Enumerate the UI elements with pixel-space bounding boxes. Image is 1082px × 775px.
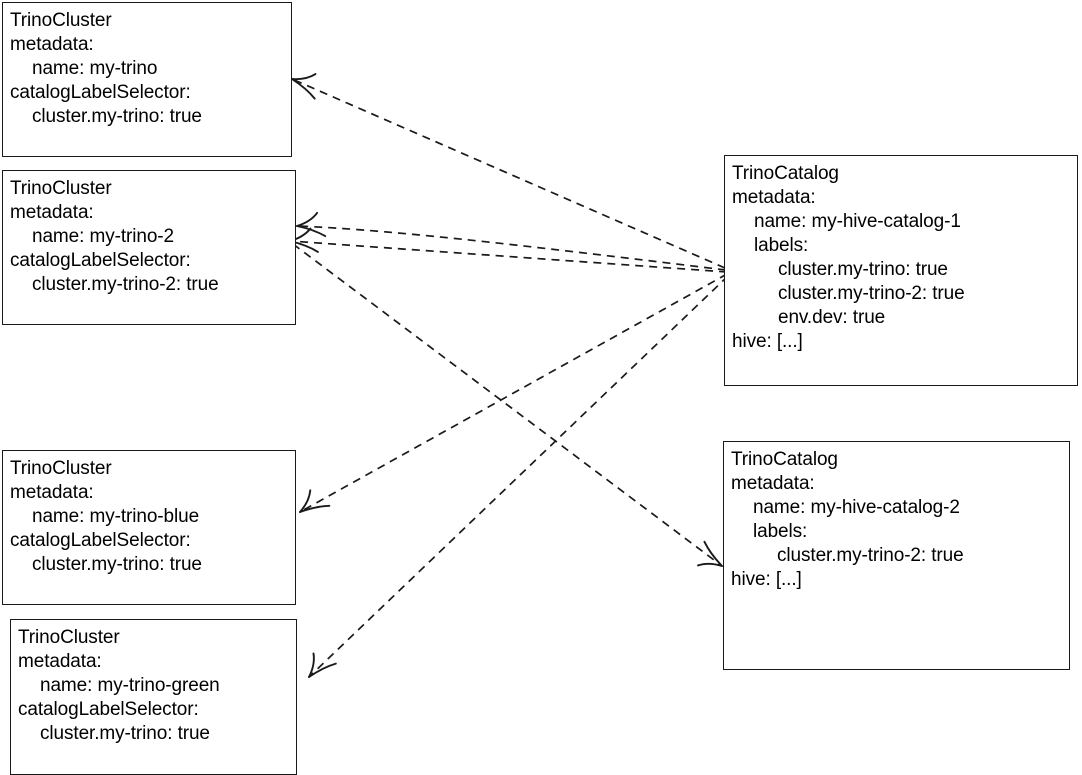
node-yaml-line: cluster.my-trino: true <box>778 259 948 280</box>
node-yaml-line: name: my-trino-blue <box>32 506 200 527</box>
node-kind-label: TrinoCluster <box>10 458 112 479</box>
edge-line <box>292 243 723 567</box>
node-yaml-line: cluster.my-trino-2: true <box>778 283 965 304</box>
edge-line <box>289 240 728 273</box>
edge-catalog1-to-my-trino <box>291 73 726 269</box>
arrowhead-barb <box>299 504 331 513</box>
node-yaml-line: env.dev: true <box>778 307 886 328</box>
node-trinocluster-my-trino: TrinoCluster metadata: name: my-trino catal… <box>2 2 292 157</box>
node-yaml-line: labels: <box>754 235 809 256</box>
node-yaml-line: labels: <box>753 521 808 542</box>
edge-catalog1-to-my-trino-blue <box>299 273 728 513</box>
edge-line <box>296 225 727 271</box>
edge-line <box>299 273 728 513</box>
node-trinocluster-my-trino-2: TrinoCluster metadata: name: my-trino-2 cat… <box>2 170 296 325</box>
node-yaml-line: name: my-trino-2 <box>32 226 174 247</box>
node-body: TrinoCatalog metadata: name: my-hive-catal… <box>731 448 1069 592</box>
edge-catalog1-to-my-trino-2-b <box>289 227 728 273</box>
node-yaml-line: metadata: <box>18 651 102 672</box>
node-kind-label: TrinoCluster <box>18 627 120 648</box>
node-kind-label: TrinoCatalog <box>732 163 839 184</box>
node-yaml-line: hive: [...] <box>732 331 803 352</box>
edge-catalog1-to-my-trino-2-a <box>296 211 727 271</box>
node-yaml-line: metadata: <box>10 202 94 223</box>
node-body: TrinoCluster metadata: name: my-trino-gree… <box>18 626 296 746</box>
node-yaml-line: metadata: <box>731 473 815 494</box>
node-yaml-line: catalogLabelSelector: <box>18 699 199 720</box>
node-yaml-line: cluster.my-trino: true <box>40 723 210 744</box>
edge-my-trino-2-to-catalog2 <box>292 243 723 567</box>
node-yaml-line: metadata: <box>10 34 94 55</box>
node-yaml-line: metadata: <box>732 187 816 208</box>
node-body: TrinoCatalog metadata: name: my-hive-catal… <box>732 162 1077 354</box>
node-yaml-line: cluster.my-trino: true <box>32 554 202 575</box>
node-yaml-line: cluster.my-trino-2: true <box>777 545 964 566</box>
node-yaml-line: name: my-trino-green <box>40 675 220 696</box>
edge-catalog1-to-my-trino-green <box>308 275 729 678</box>
arrowhead-barb <box>291 73 317 81</box>
arrowhead-barb <box>296 211 319 227</box>
node-yaml-line: cluster.my-trino-2: true <box>32 274 219 295</box>
node-yaml-line: metadata: <box>10 482 94 503</box>
arrowhead-barb <box>296 225 327 238</box>
arrowhead-barb <box>697 562 723 567</box>
arrowhead-barb <box>703 540 723 567</box>
node-kind-label: TrinoCatalog <box>731 449 838 470</box>
edge-line <box>291 78 726 269</box>
node-yaml-line: catalogLabelSelector: <box>10 250 191 271</box>
node-yaml-line: cluster.my-trino: true <box>32 106 202 127</box>
arrowhead-barb <box>299 489 312 513</box>
node-trinocatalog-my-hive-catalog-2: TrinoCatalog metadata: name: my-hive-catal… <box>723 441 1070 670</box>
node-kind-label: TrinoCluster <box>10 178 112 199</box>
node-yaml-line: name: my-hive-catalog-1 <box>754 211 961 232</box>
node-yaml-line: hive: [...] <box>731 569 802 590</box>
node-body: TrinoCluster metadata: name: my-trino catal… <box>10 9 291 129</box>
node-yaml-line: catalogLabelSelector: <box>10 82 191 103</box>
arrowhead-barb <box>308 652 315 678</box>
node-yaml-line: name: my-trino <box>32 58 158 79</box>
arrowhead-barb <box>291 78 316 100</box>
node-trinocluster-my-trino-blue: TrinoCluster metadata: name: my-trino-blue… <box>2 450 296 605</box>
arrowhead-barb <box>308 662 337 678</box>
node-trinocluster-my-trino-green: TrinoCluster metadata: name: my-trino-gree… <box>10 619 297 775</box>
node-yaml-line: catalogLabelSelector: <box>10 530 191 551</box>
node-trinocatalog-my-hive-catalog-1: TrinoCatalog metadata: name: my-hive-catal… <box>724 155 1078 386</box>
node-body: TrinoCluster metadata: name: my-trino-2 cat… <box>10 177 295 297</box>
node-kind-label: TrinoCluster <box>10 10 112 31</box>
node-yaml-line: name: my-hive-catalog-2 <box>753 497 960 518</box>
edge-line <box>308 275 729 678</box>
node-body: TrinoCluster metadata: name: my-trino-blue… <box>10 457 295 577</box>
